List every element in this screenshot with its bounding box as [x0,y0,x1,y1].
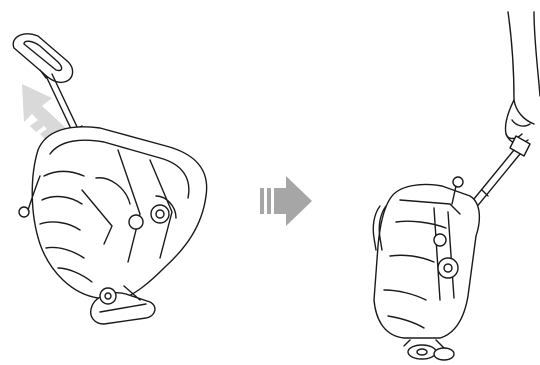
pulling-hand [505,12,540,143]
handle-grip [13,34,72,82]
step-2-panel [373,12,540,360]
folded-stroller-body-pulled [374,177,479,338]
rear-wheels [404,340,454,360]
step-1-panel [13,34,206,324]
folded-stroller-body [19,127,207,300]
next-step-arrow-icon [260,176,312,226]
